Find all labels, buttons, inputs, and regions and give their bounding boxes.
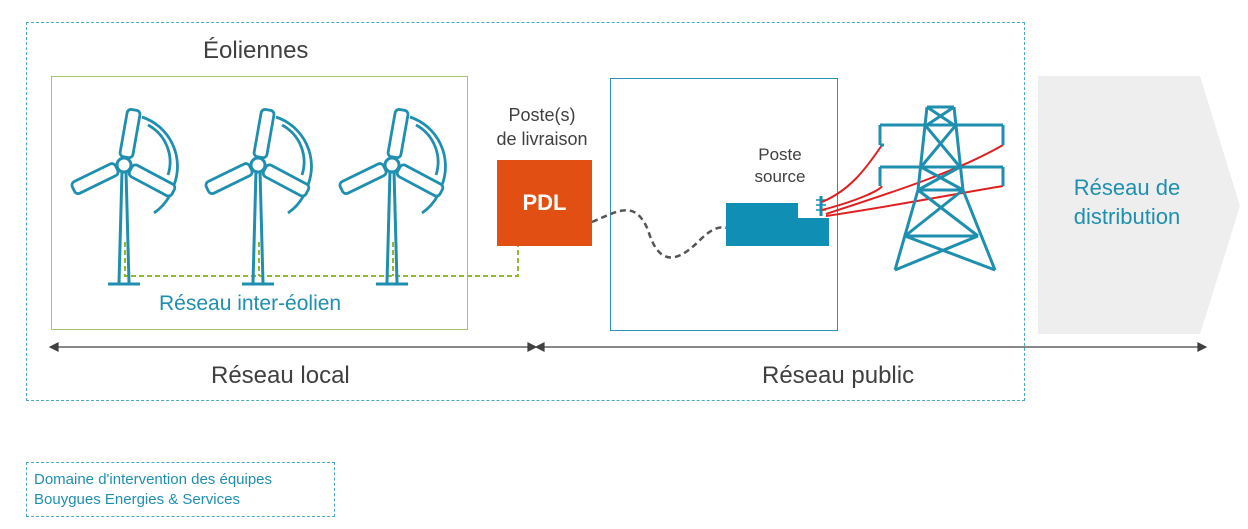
- postes-livraison-line2: de livraison: [496, 129, 588, 149]
- wind-turbine-icon: [69, 107, 179, 286]
- reseau-public-label: Réseau public: [762, 362, 915, 389]
- reseau-distribution-line1: Réseau de: [1073, 175, 1181, 200]
- wind-turbine-icon: [203, 107, 313, 286]
- wind-farm-box: [51, 76, 468, 330]
- postes-livraison-label: Poste(s) de livraison: [480, 103, 604, 151]
- electricity-pylon-icon: [878, 105, 1005, 272]
- substation-icon: [726, 196, 829, 246]
- legend-line2: Bouygues Energies & Services: [34, 491, 240, 508]
- eoliennes-label: Éoliennes: [203, 37, 309, 64]
- legend-box: Domaine d'intervention des équipes Bouyg…: [26, 462, 335, 517]
- wind-turbine-icon: [337, 107, 447, 286]
- reseau-inter-eolien-label: Réseau inter-éolien: [159, 292, 342, 315]
- reseau-local-label: Réseau local: [211, 362, 350, 389]
- pdl-block: PDL: [497, 160, 592, 246]
- postes-livraison-line1: Poste(s): [508, 105, 576, 125]
- intervention-domain-box: [26, 22, 1025, 401]
- poste-source-line1: Poste: [758, 145, 802, 164]
- poste-source-box: [610, 78, 838, 331]
- distribution-network-arrow: [1038, 76, 1240, 334]
- poste-source-label: Poste source: [735, 144, 825, 188]
- poste-source-line2: source: [754, 167, 806, 186]
- reseau-distribution-label: Réseau de distribution: [1052, 173, 1202, 231]
- reseau-distribution-line2: distribution: [1073, 204, 1181, 229]
- legend-line1: Domaine d'intervention des équipes: [34, 471, 273, 488]
